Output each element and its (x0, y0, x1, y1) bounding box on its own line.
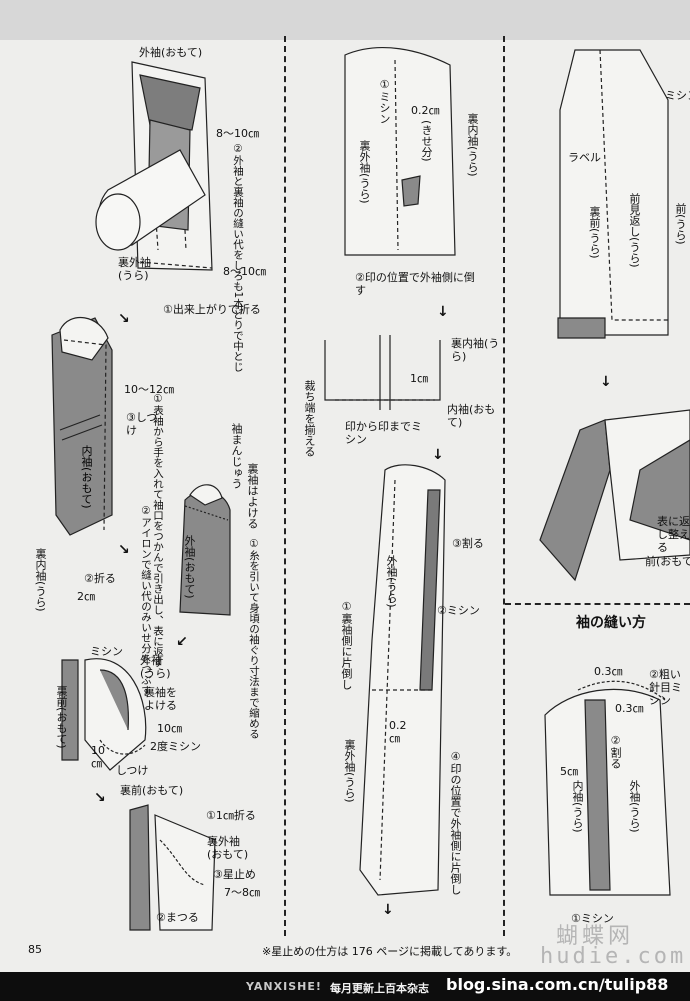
label: ミシン (90, 645, 123, 658)
step-arrow: ↘ (118, 311, 130, 327)
diagram-sleeve-attach-body (61, 658, 147, 771)
label: ②ミシン (437, 604, 480, 617)
section-title: 袖の縫い方 (576, 615, 646, 631)
label: ①ミシン (571, 912, 614, 925)
label: 裏内袖(うら) (451, 337, 500, 363)
step-arrow: ↓ (432, 447, 444, 463)
label: 裏外袖(おもて) (207, 835, 249, 861)
label: 裏袖をよける (144, 686, 177, 712)
label: 外袖(うら) (628, 780, 641, 833)
label: ①表袖から手を入れて袖口をつかんで引き出し、表に返す (152, 393, 164, 668)
diagram-front-facing (557, 49, 669, 339)
step-arrow: ↙ (176, 634, 188, 650)
label: 内袖(うら) (571, 780, 584, 833)
label: 裏前(うら) (588, 206, 601, 259)
label: 裏外袖(うら) (118, 256, 151, 282)
diagram-lining-full (359, 464, 446, 896)
step-arrow: ↓ (437, 304, 449, 320)
label: ①出来上がりで折る (163, 303, 261, 316)
label: 7〜8㎝ (224, 886, 260, 899)
section-divider (505, 603, 690, 605)
label: ラベル (568, 151, 601, 164)
label: 袖まんじゅう (230, 423, 243, 489)
label: 2度ミシン (150, 740, 201, 753)
label: ①裏袖側に片倒し (340, 600, 353, 690)
step-arrow: ↘ (94, 790, 106, 806)
banner-slogan: 每月更新上百本杂志 (330, 982, 429, 995)
label: 前(うら) (674, 203, 687, 245)
step-arrow: ↘ (118, 542, 130, 558)
label: ④印の位置で外袖側に片倒し (449, 750, 462, 895)
label: 内袖(おもて) (80, 445, 93, 509)
banner-brand: YANXISHE! (246, 980, 322, 993)
label: 外袖(うら) (140, 654, 171, 680)
label: 印から印までミシン (345, 420, 422, 446)
label: 表に返し整える (657, 515, 690, 554)
diagram-sleeve-hem-finish (129, 804, 216, 931)
label: ①糸を引いて身頃の袖ぐり寸法まで縮める (248, 538, 260, 739)
label: ②外袖と裏袖の縫い代をしろも1本どりで中とじ (232, 143, 244, 372)
label: 裁ち端を揃える (303, 380, 316, 457)
banner-bar (0, 972, 690, 1001)
label: ②まつる (156, 911, 199, 924)
watermark-url: hudie.com (540, 944, 687, 969)
label: ②粗い針目ミシン (649, 668, 682, 707)
label: 裏内袖(うら) (34, 548, 47, 612)
label: 2㎝ (77, 590, 95, 603)
label: 10〜12㎝ (124, 383, 174, 396)
label: ②アイロンで縫い代のみいせ分をつぶす (140, 505, 152, 696)
diagram-sleeve-sewing (544, 680, 671, 896)
label: 裏前(おもて) (55, 685, 68, 749)
label: ミシン (665, 89, 690, 102)
diagram-sleeve-lining-attach (95, 61, 213, 271)
label: 裏前(おもて) (120, 784, 184, 797)
label: 0.3㎝ (615, 702, 644, 715)
label: 1㎝ (410, 372, 428, 385)
label: しつけ (116, 764, 149, 777)
step-arrow: ↓ (600, 374, 612, 390)
label: 10㎝ (157, 722, 182, 735)
footer-note: ※星止めの仕方は 176 ページに掲載してあります。 (262, 945, 518, 958)
label: 内袖(おもて) (447, 403, 496, 429)
label: 0.2㎝ (411, 104, 440, 117)
label: ③割る (452, 537, 484, 550)
label: ③しつけ (126, 411, 158, 437)
label: ②割る (609, 734, 622, 769)
label: 裏袖はよける (246, 463, 259, 529)
diagram-sleeve-lining-sew (344, 46, 456, 256)
label: 10㎝ (91, 744, 105, 770)
column-divider-right (503, 36, 505, 936)
label: ②印の位置で外袖側に倒す (355, 271, 475, 297)
label: 裏内袖(うら) (466, 113, 479, 177)
header-band (0, 0, 690, 40)
label: 8〜10㎝ (223, 265, 266, 278)
column-divider-left (284, 36, 286, 936)
label: 外袖(おもて) (139, 46, 203, 59)
diagram-lining-seam (324, 335, 441, 410)
diagram-sleeve-pull-out (51, 316, 113, 536)
label: ③星止め (213, 868, 256, 881)
diagram-sleeve-easing (179, 484, 231, 616)
label: ②折る (84, 572, 116, 585)
label: 外袖(おもて) (183, 535, 196, 599)
label: 裏外袖(うら) (343, 739, 356, 803)
page-number: 85 (28, 943, 42, 956)
label: (きせ分) (420, 120, 433, 162)
diagram-front-turned (539, 409, 690, 582)
label: ①1㎝折る (206, 809, 256, 822)
label: 外袖(うら) (385, 555, 398, 608)
label: ①ミシン (378, 78, 391, 124)
label: 前見返し(うら) (628, 193, 641, 268)
label: 8〜10㎝ (216, 127, 259, 140)
label: 前(おもて) (645, 555, 690, 568)
label: 0.2㎝ (389, 719, 407, 745)
label: 5㎝ (560, 765, 578, 778)
blog-link[interactable]: blog.sina.com.cn/tulip88 (446, 975, 669, 994)
label: 0.3㎝ (594, 665, 623, 678)
watermark-logo: 蝴蝶网 (556, 924, 635, 949)
label: 裏外袖(うら) (358, 140, 371, 204)
step-arrow: ↓ (382, 902, 394, 918)
